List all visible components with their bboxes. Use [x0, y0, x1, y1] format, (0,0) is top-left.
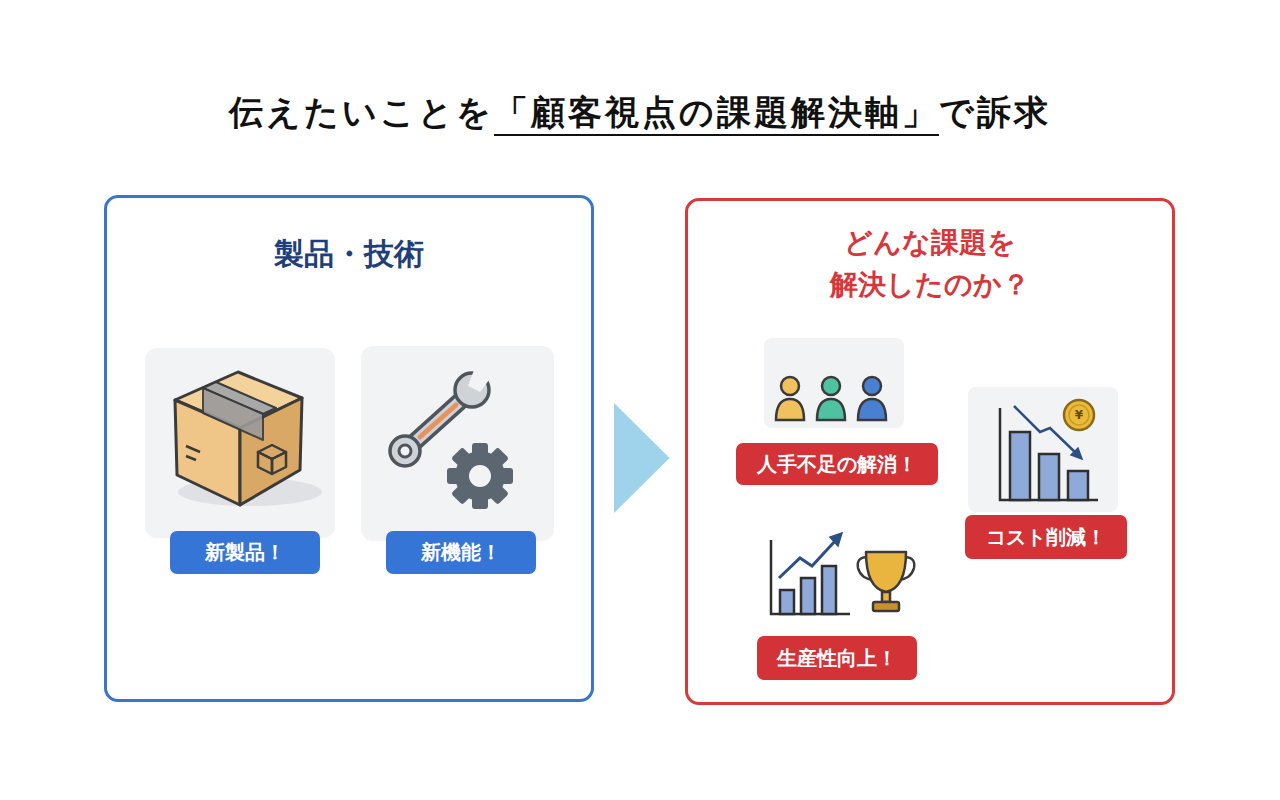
growth-chart-icon [771, 533, 850, 614]
badge-text: コスト削減！ [986, 524, 1106, 551]
box-icon-part [258, 452, 272, 474]
growth-chart-icon-part [830, 533, 842, 546]
box-icon-part [186, 446, 200, 452]
title-underline [494, 134, 939, 136]
panel-heading: どんな課題を 解決したのか？ [780, 222, 1080, 306]
gear-icon-part [451, 447, 509, 505]
cost-chart-icon-part [1068, 471, 1088, 500]
title: 伝えたいことを「顧客視点の課題解決軸」で訴求 [0, 90, 1280, 134]
box-icon-part [258, 445, 286, 474]
cost-chart-icon-part [1071, 448, 1082, 459]
illustration-card [145, 338, 1118, 541]
illustration-card-part [361, 346, 554, 541]
box-icon-part [258, 445, 286, 459]
gear-icon-part [455, 451, 505, 501]
label-badge: コスト削減！ [965, 515, 1127, 559]
box-icon [175, 372, 322, 506]
people-icon-part [822, 377, 840, 395]
trophy-icon-part [882, 592, 890, 602]
growth-chart-icon-part [779, 540, 836, 578]
wrench-icon-part [468, 370, 492, 392]
people-icon-part [817, 399, 845, 420]
badge-text: 新機能！ [421, 539, 501, 566]
illustration-card-part [764, 338, 904, 428]
label-badge: 新製品！ [170, 531, 320, 574]
box-icon-part [272, 452, 286, 474]
badge-text: 新製品！ [205, 539, 285, 566]
gear-icon-part [469, 465, 491, 487]
panel-box: 製品・技術新製品！ 新機能！ [104, 195, 594, 702]
gear-icon [447, 443, 513, 509]
growth-chart-icon-part [771, 540, 850, 614]
trophy-icon-part [873, 602, 899, 611]
flow-arrow [614, 403, 670, 513]
people-icon-part [863, 377, 881, 395]
people-icon-part [781, 377, 799, 395]
cost-chart-icon-part [1010, 432, 1030, 500]
label-badge: 生産性向上！ [757, 636, 917, 680]
people-icon [776, 377, 886, 420]
wrench-icon-part [420, 405, 456, 437]
wrench-icon-part [399, 445, 411, 457]
growth-chart-icon-part [822, 566, 836, 614]
wrench-icon-part [390, 436, 420, 466]
people-icon-part [858, 399, 886, 420]
trophy-icon [858, 552, 915, 611]
panel-box: どんな課題を 解決したのか？ 人手不足の解消！ コスト削減！ 生産性向上！ [685, 198, 1175, 705]
cost-chart-icon-part [1039, 454, 1059, 500]
cost-chart-icon-part [1069, 405, 1089, 425]
cost-chart-icon-part [1064, 400, 1094, 430]
growth-chart-icon-part [780, 590, 794, 614]
cost-chart-icon [1000, 400, 1098, 500]
label-badge: 人手不足の解消！ [736, 443, 938, 485]
gear-icon-part [451, 447, 509, 505]
coin-symbol: ¥ [1075, 409, 1083, 421]
trophy-icon-part [866, 552, 906, 592]
people-icon-part [776, 399, 804, 420]
box-icon-part [186, 456, 196, 460]
illustration-card-part [968, 387, 1118, 512]
label-badge: 新機能！ [386, 531, 536, 574]
badge-text: 人手不足の解消！ [757, 451, 917, 478]
panel-heading: 製品・技術 [199, 234, 499, 274]
growth-chart-icon-part [801, 578, 815, 614]
illustration-card-part [145, 348, 335, 538]
box-icon-part [203, 388, 263, 440]
badge-text: 生産性向上！ [777, 645, 897, 672]
